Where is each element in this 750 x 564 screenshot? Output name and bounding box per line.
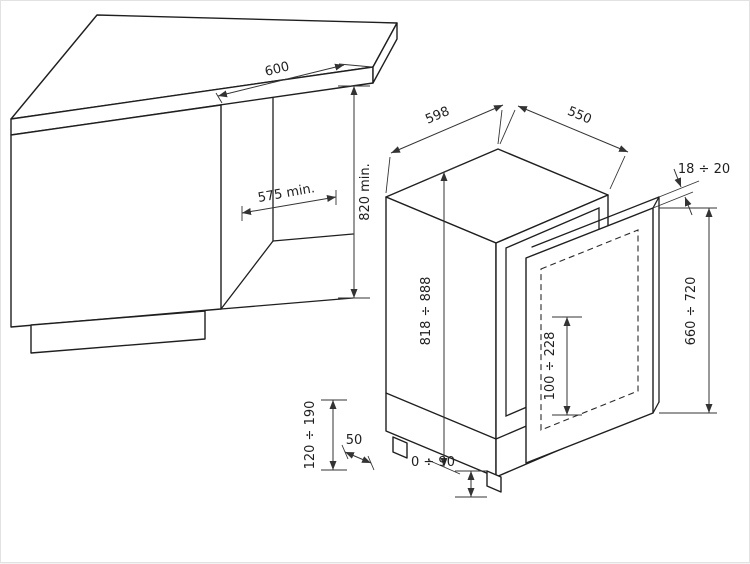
panel-front-face [525, 207, 654, 464]
counter-unit [10, 14, 398, 354]
dim-plinth-depth-50: 50 [341, 433, 375, 471]
dishwasher-foot-rear [392, 436, 408, 459]
dim-niche-width-600: 600 [215, 59, 373, 104]
cabinet-front-face [10, 104, 222, 328]
dim-plinth-height-120-190: 120 ÷ 190 [303, 399, 347, 471]
niche-wall-floor-edge [220, 240, 274, 310]
dimension-line [217, 63, 345, 98]
dimension-label: 50 [346, 433, 363, 448]
extension-line [609, 155, 626, 190]
dimension-label: 598 [423, 104, 452, 128]
panel-corner-edge-top [652, 196, 660, 209]
decor-panel [525, 196, 660, 464]
extension-line [497, 109, 503, 145]
dishwasher-foot-front [486, 470, 502, 493]
extension-line [652, 191, 694, 209]
dimension-label: 100 ÷ 228 [543, 332, 558, 401]
dim-panel-height-660-720: 660 ÷ 720 [659, 207, 717, 414]
niche-floor-front-edge [220, 297, 354, 310]
panel-back-top-edge [531, 196, 660, 248]
dim-appliance-height-818-888: 818 ÷ 888 [419, 164, 461, 475]
dimension-label: 120 ÷ 190 [303, 401, 318, 470]
dimension-label: 818 ÷ 888 [419, 277, 434, 346]
dimension-line [517, 105, 629, 153]
extension-line [338, 63, 373, 68]
dim-panel-bottom-100-228: 100 ÷ 228 [543, 316, 582, 416]
dimension-arrow [673, 168, 682, 188]
counter-right-end-face [372, 22, 398, 84]
dimension-arrow [684, 196, 693, 216]
dimension-line [241, 195, 337, 215]
panel-hidden-door-outline [540, 229, 639, 431]
dimension-label: 660 ÷ 720 [684, 277, 699, 346]
dimension-line [344, 451, 372, 464]
cabinet-plinth [30, 310, 206, 354]
dim-panel-thickness-18-20: 18 ÷ 20 [652, 162, 730, 216]
extension-line [215, 92, 223, 104]
extension-line [385, 156, 391, 194]
dimension-label: 820 min. [358, 163, 373, 221]
niche-floor-back-edge [272, 233, 354, 242]
extension-line [499, 109, 516, 145]
dimension-label: 550 [565, 104, 594, 128]
dim-feet-0-90: 0 ÷ 90 [411, 455, 487, 498]
dimension-line [390, 104, 504, 154]
dimension-label: 18 ÷ 20 [678, 162, 730, 177]
panel-corner-edge-bottom [652, 401, 660, 414]
dishwasher-side-face [385, 196, 497, 478]
extension-line [658, 180, 700, 198]
dim-niche-depth-575: 575 min. [241, 181, 337, 221]
dimension-label: 600 [263, 59, 291, 80]
dimension-label: 0 ÷ 90 [411, 455, 455, 470]
dim-niche-height-820: 820 min. [338, 85, 373, 299]
